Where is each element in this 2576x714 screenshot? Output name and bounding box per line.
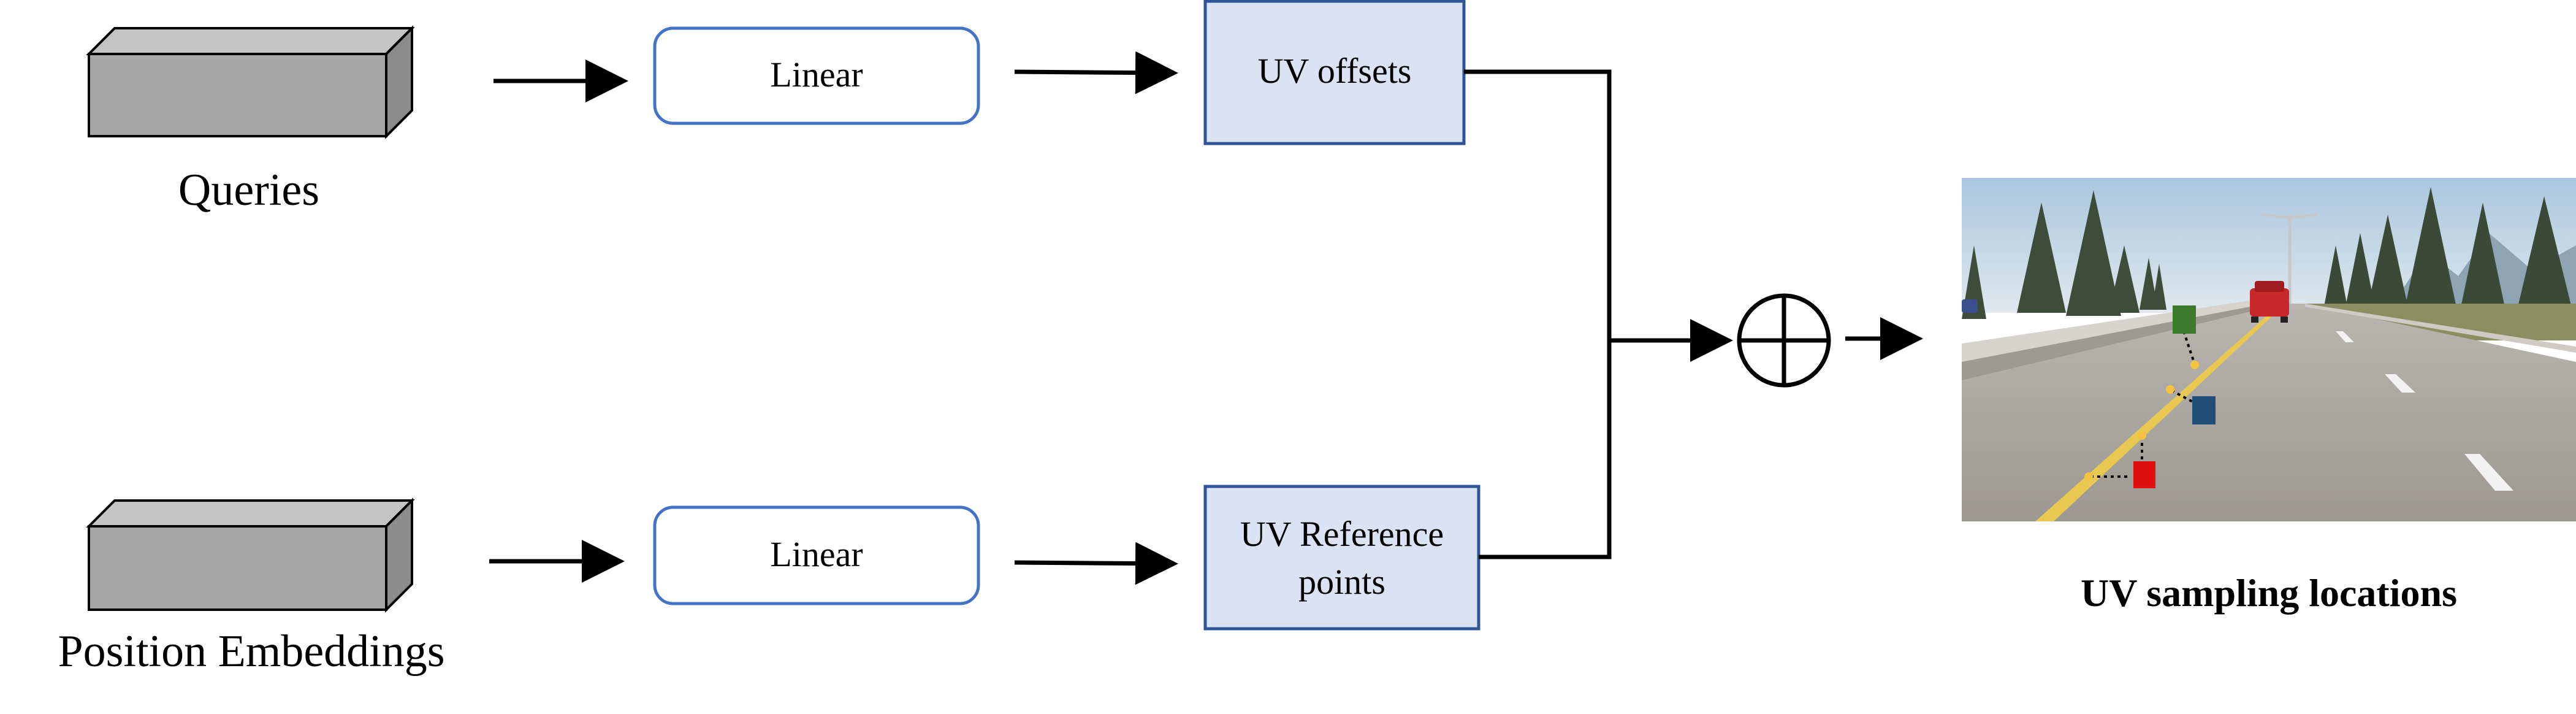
position-tensor bbox=[86, 497, 415, 613]
arrow-linear-to-reference bbox=[1014, 542, 1178, 585]
sampling-markers bbox=[2084, 305, 2216, 488]
uv-sampling-caption: UV sampling locations bbox=[2080, 571, 2458, 615]
linear-box-bottom bbox=[653, 505, 980, 605]
red-car bbox=[2250, 281, 2289, 323]
arrow-linear-to-offsets bbox=[1014, 51, 1178, 94]
uv-reference-line2: points bbox=[1298, 562, 1385, 602]
uv-reference-line1: UV Reference bbox=[1240, 514, 1444, 554]
uv-reference-label: UV Reference points bbox=[1205, 510, 1479, 607]
linear-box-top bbox=[653, 26, 980, 125]
scene-svg bbox=[1962, 178, 2576, 521]
queries-tensor bbox=[86, 25, 415, 139]
uv-offsets-label: UV offsets bbox=[1257, 51, 1412, 91]
uv-offsets-box bbox=[1203, 0, 1466, 145]
uv-reference-box bbox=[1203, 485, 1480, 631]
queries-label: Queries bbox=[178, 165, 320, 215]
linear-bottom-label: Linear bbox=[770, 534, 863, 574]
driving-scene-image bbox=[1962, 178, 2576, 521]
add-operator-icon bbox=[1737, 293, 1831, 388]
linear-top-label: Linear bbox=[770, 55, 863, 94]
position-embeddings-label: Position Embeddings bbox=[58, 626, 445, 677]
connector-reference bbox=[1479, 340, 1612, 559]
connector-offsets bbox=[1464, 69, 1612, 340]
